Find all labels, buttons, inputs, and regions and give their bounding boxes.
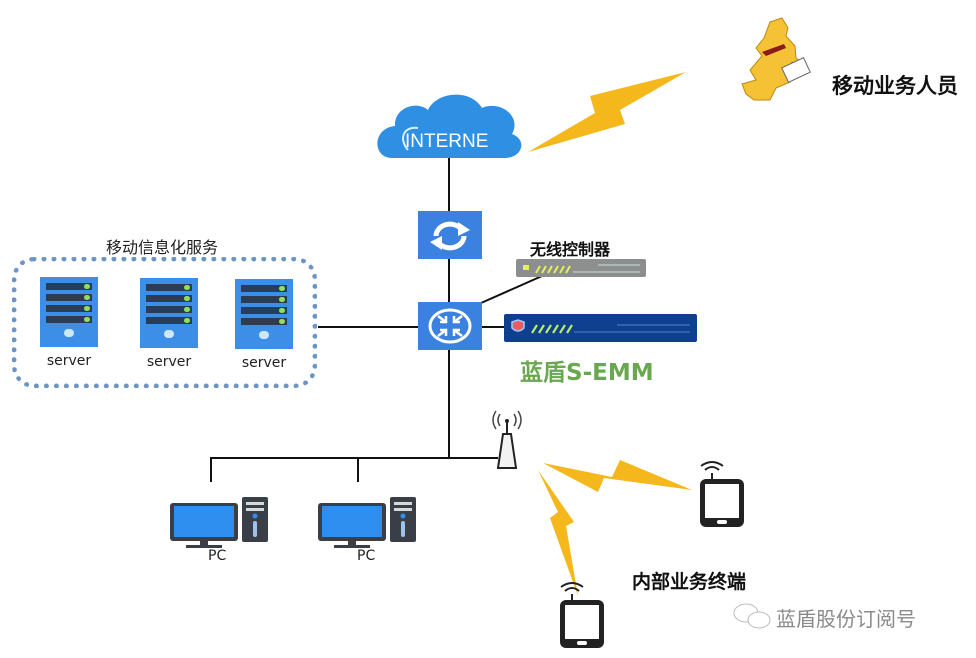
running-businessman-icon [741,17,811,101]
sync-switch-node[interactable] [418,211,482,259]
server-group-container [12,257,317,388]
pc-label: PC [208,548,227,564]
emm-appliance-device[interactable] [504,314,697,342]
internet-cloud-icon [377,94,522,158]
cloud-label: INTERNE [405,131,488,152]
router-node[interactable] [418,302,482,350]
server-icon[interactable]: server [40,277,100,369]
wifi-access-point-icon[interactable] [492,410,522,469]
wireless-controller-device[interactable] [516,259,646,277]
pc-label: PC [357,548,376,564]
tablet-icon[interactable] [560,582,604,648]
mobile-staff-label: 移动业务人员 [832,74,958,98]
link-router-controller [480,275,543,304]
wireless-controller-label: 无线控制器 [530,240,611,259]
server-icon[interactable]: server [140,278,200,370]
server-label: server [241,355,287,371]
pc-icon[interactable] [170,497,268,548]
tablet-icon[interactable] [700,461,744,527]
server-label: server [46,353,92,369]
pc-icon[interactable] [318,497,416,548]
shield-icon [511,319,525,332]
lightning-bolt-icon [543,460,692,492]
watermark-text: 蓝盾股份订阅号 [776,607,916,631]
server-label: server [146,354,192,370]
emm-label: 蓝盾S-EMM [520,360,654,386]
wechat-icon [733,603,771,629]
lightning-bolt-icon [538,470,578,596]
server-group-title: 移动信息化服务 [106,238,219,257]
lightning-bolt-icon [528,72,686,152]
internal-terminals-label: 内部业务终端 [632,571,747,593]
server-icon[interactable]: server [235,279,295,371]
